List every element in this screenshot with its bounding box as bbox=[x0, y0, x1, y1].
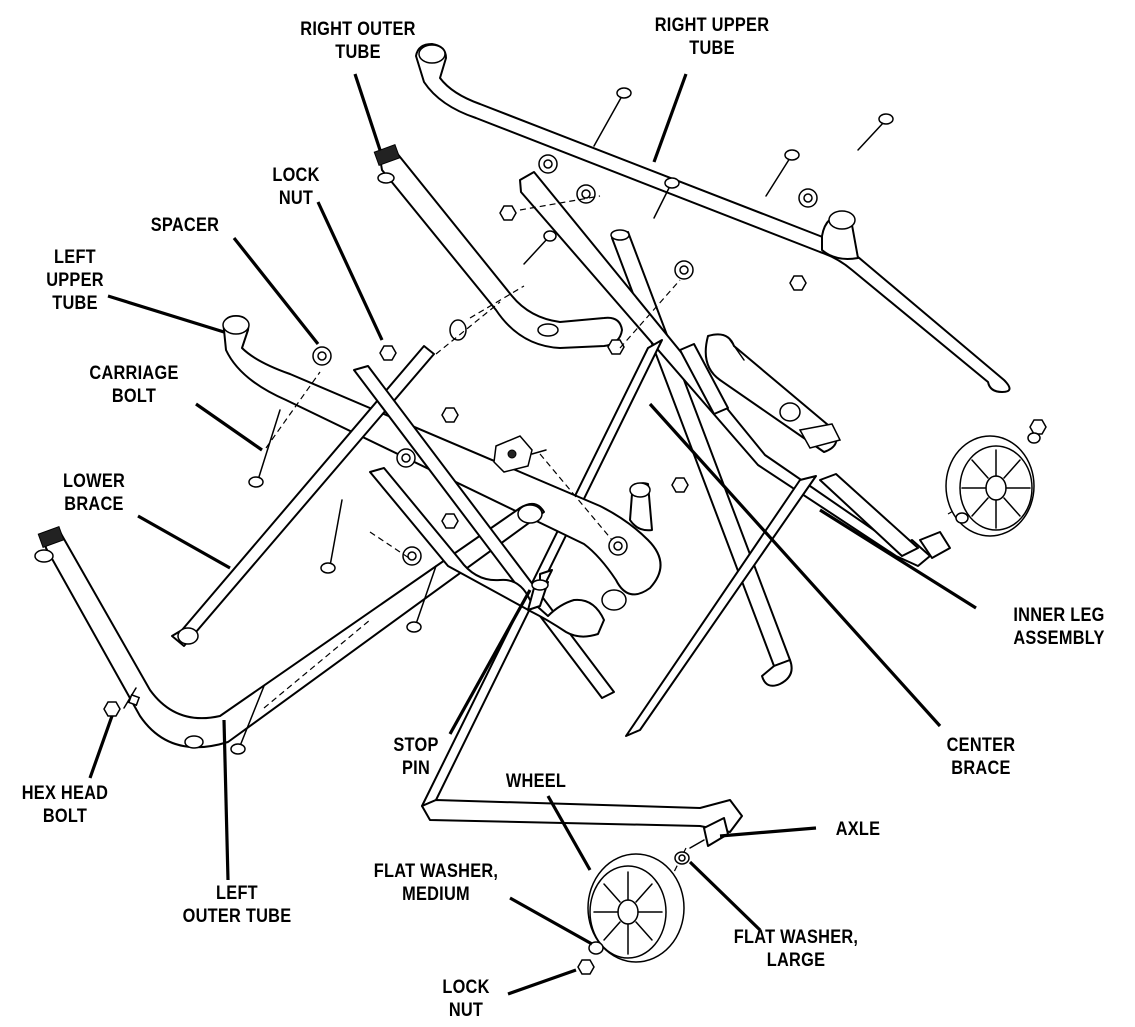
label-stop-pin: STOP PIN bbox=[393, 735, 439, 779]
label-left-outer-tube: LEFT OUTER TUBE bbox=[182, 883, 292, 927]
left-outer-tube-part bbox=[34, 502, 545, 749]
right-upper-tube-part bbox=[415, 43, 1011, 393]
label-lower-brace: LOWER BRACE bbox=[62, 471, 126, 515]
label-carriage-bolt: CARRIAGE BOLT bbox=[89, 363, 179, 407]
leader-lines bbox=[88, 73, 977, 996]
label-inner-leg-assembly: INNER LEG ASSEMBLY bbox=[1013, 605, 1105, 649]
label-center-brace: CENTER BRACE bbox=[946, 735, 1016, 779]
label-flat-washer-large: FLAT WASHER, LARGE bbox=[733, 927, 859, 971]
label-right-upper-tube: RIGHT UPPER TUBE bbox=[654, 15, 770, 59]
label-flat-washer-medium: FLAT WASHER, MEDIUM bbox=[373, 861, 499, 905]
wheel-upper-part bbox=[919, 432, 1041, 559]
label-lock-nut-bottom: LOCK NUT bbox=[442, 977, 490, 1021]
pivot-bracket-part bbox=[493, 435, 547, 473]
lower-brace-part bbox=[171, 345, 627, 699]
wheel-lower-part bbox=[587, 817, 729, 963]
bolt-parts bbox=[123, 87, 894, 755]
spacer-parts bbox=[312, 154, 818, 566]
right-outer-tube-part bbox=[373, 144, 623, 349]
left-upper-tube-part bbox=[222, 315, 662, 596]
label-hex-head-bolt: HEX HEAD BOLT bbox=[21, 783, 109, 827]
lock-nut-parts bbox=[103, 205, 1047, 975]
label-axle: AXLE bbox=[835, 819, 881, 840]
label-right-outer-tube: RIGHT OUTER TUBE bbox=[300, 19, 416, 63]
label-wheel: WHEEL bbox=[505, 771, 567, 792]
stop-pin-part bbox=[527, 579, 549, 611]
label-lock-nut-top: LOCK NUT bbox=[272, 165, 320, 209]
label-spacer: SPACER bbox=[150, 215, 220, 236]
label-left-upper-tube: LEFT UPPER TUBE bbox=[46, 247, 104, 314]
